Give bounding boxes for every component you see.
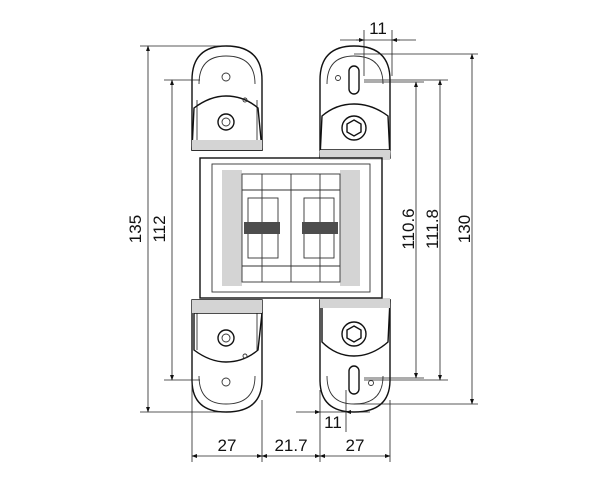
hinge-outline xyxy=(191,45,391,413)
right-body-outline xyxy=(319,45,391,151)
dim-top-offset: 11 xyxy=(340,19,416,76)
left-upper-screw-icon xyxy=(217,113,235,131)
left-grip-icon xyxy=(244,222,280,234)
left-lower-small-hole-icon xyxy=(221,377,231,387)
right-lower-slot-icon xyxy=(348,365,360,395)
center-mechanism xyxy=(199,157,383,299)
right-upper-hex-screw-icon xyxy=(341,115,367,141)
dim-overall-height-label: 135 xyxy=(126,215,145,243)
dim-top-offset-label: 11 xyxy=(369,19,387,38)
dim-right-1: 110.6 xyxy=(364,81,424,379)
dim-body-height-label: 112 xyxy=(150,215,169,242)
left-body-outline xyxy=(191,45,263,151)
dim-bottom-offset-label: 11 xyxy=(324,413,342,432)
dim-right-3-label: 130 xyxy=(455,215,474,243)
left-upper-small-hole-icon xyxy=(221,72,231,82)
left-lower-screw-icon xyxy=(217,329,235,347)
dim-right-2: 111.8 xyxy=(364,79,448,381)
right-grip-icon xyxy=(302,222,338,234)
dim-body-height: 112 xyxy=(150,79,200,381)
dim-right-1-label: 110.6 xyxy=(399,208,418,249)
dim-overall-height: 135 xyxy=(126,45,226,413)
dim-right-3: 130 xyxy=(354,53,478,405)
right-lower-hex-screw-icon xyxy=(341,321,367,347)
left-body-lower-outline xyxy=(191,299,263,413)
dim-width-left-label: 27 xyxy=(218,436,237,455)
dim-right-2-label: 111.8 xyxy=(423,209,442,249)
dim-widths: 27 21.7 27 xyxy=(191,380,391,462)
dim-width-right-label: 27 xyxy=(346,436,365,455)
right-upper-slot-icon xyxy=(348,65,360,95)
dim-bottom-offset: 11 xyxy=(296,390,370,432)
dim-width-middle-label: 21.7 xyxy=(274,436,307,455)
